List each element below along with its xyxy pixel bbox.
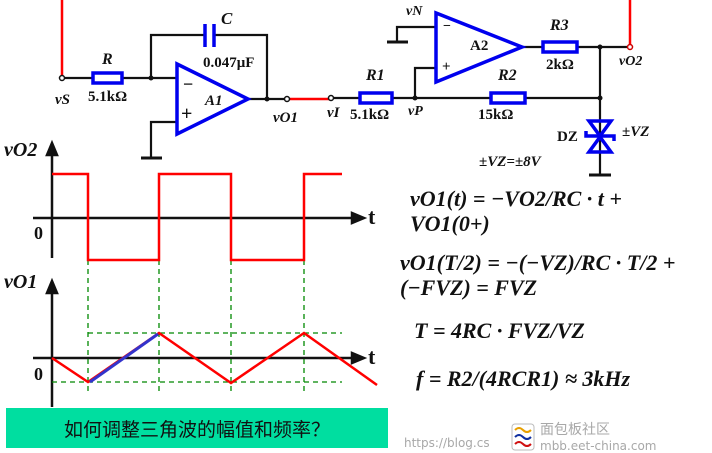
components (91, 10, 616, 154)
junctions (148, 44, 603, 102)
a1-plus: + (181, 103, 193, 125)
node-vo1-label: vO1 (273, 110, 298, 126)
opamp-a2 (434, 10, 527, 85)
resistor-r2-value: 15kΩ (478, 107, 514, 123)
resistor-r1 (358, 91, 394, 105)
node-vp-label: vP (408, 104, 423, 119)
square-wave-vo2 (52, 172, 342, 262)
equation-1: vO1(t) = −VO2/RC · t + VO1(0+) (410, 186, 622, 237)
resistor-r3-value: 2kΩ (546, 57, 574, 73)
opamp-a2-label: A2 (470, 38, 489, 54)
rising-ramp-highlight (89, 332, 159, 384)
zener-label: DZ (557, 129, 578, 145)
equation-3: T = 4RC · FVZ/VZ (414, 318, 585, 343)
resistor-r-value: 5.1kΩ (88, 89, 128, 105)
banner-text: 如何调整三角波的幅值和频率？ (63, 418, 330, 441)
resistor-r-label: R (102, 51, 113, 68)
triangle-wave-vo1 (51, 331, 378, 387)
zener-diode (584, 119, 616, 154)
terminals (58, 43, 634, 103)
equation-2: vO1(T/2) = −(−VZ)/RC · T/2 + (−FVZ) = FV… (400, 250, 676, 301)
resistor-r1-label: R1 (366, 67, 385, 84)
watermark-url-1: https://blog.cs (404, 436, 490, 450)
capacitor-value: 0.047μF (203, 55, 255, 71)
watermark-site-name: 面包板社区 (540, 422, 610, 438)
opamp-a1-label: A1 (205, 93, 223, 109)
axes (33, 139, 368, 407)
node-vs-label: vS (55, 92, 70, 108)
zener-voltage-label: ±VZ (622, 124, 650, 140)
question-banner: 如何调整三角波的幅值和频率？ (6, 408, 388, 448)
node-vn-label: vN (406, 4, 423, 19)
top-zero-label: 0 (34, 223, 43, 243)
a2-minus: − (443, 19, 451, 34)
a2-plus: + (442, 59, 451, 75)
vo2-axis-label: vO2 (4, 139, 38, 161)
watermark-url-2: mbb.eet-china.com (540, 439, 657, 453)
resistor-r2-label: R2 (498, 67, 517, 84)
top-time-label: t (368, 204, 376, 229)
node-vi-label: vI (327, 105, 340, 121)
resistor-r3-label: R3 (550, 17, 569, 34)
opamp-a1 (175, 61, 252, 137)
equation-4: f = R2/(4RCR1) ≈ 3kHz (416, 366, 631, 391)
resistor-r2 (489, 91, 527, 105)
bottom-zero-label: 0 (34, 364, 43, 384)
resistor-r1-value: 5.1kΩ (350, 107, 390, 123)
vo1-axis-label: vO1 (4, 271, 38, 293)
watermark-logo (511, 423, 535, 451)
resistor-r3 (541, 40, 579, 54)
a1-minus: − (183, 74, 194, 94)
resistor-r (91, 71, 124, 85)
bottom-time-label: t (368, 344, 376, 369)
circuit-wires (62, 25, 628, 177)
guide-lines (52, 260, 342, 395)
red-connections (60, 0, 632, 101)
capacitor-label: C (221, 9, 233, 28)
zener-spec: ±VZ=±8V (479, 154, 541, 170)
node-vo2-label: vO2 (619, 54, 643, 69)
